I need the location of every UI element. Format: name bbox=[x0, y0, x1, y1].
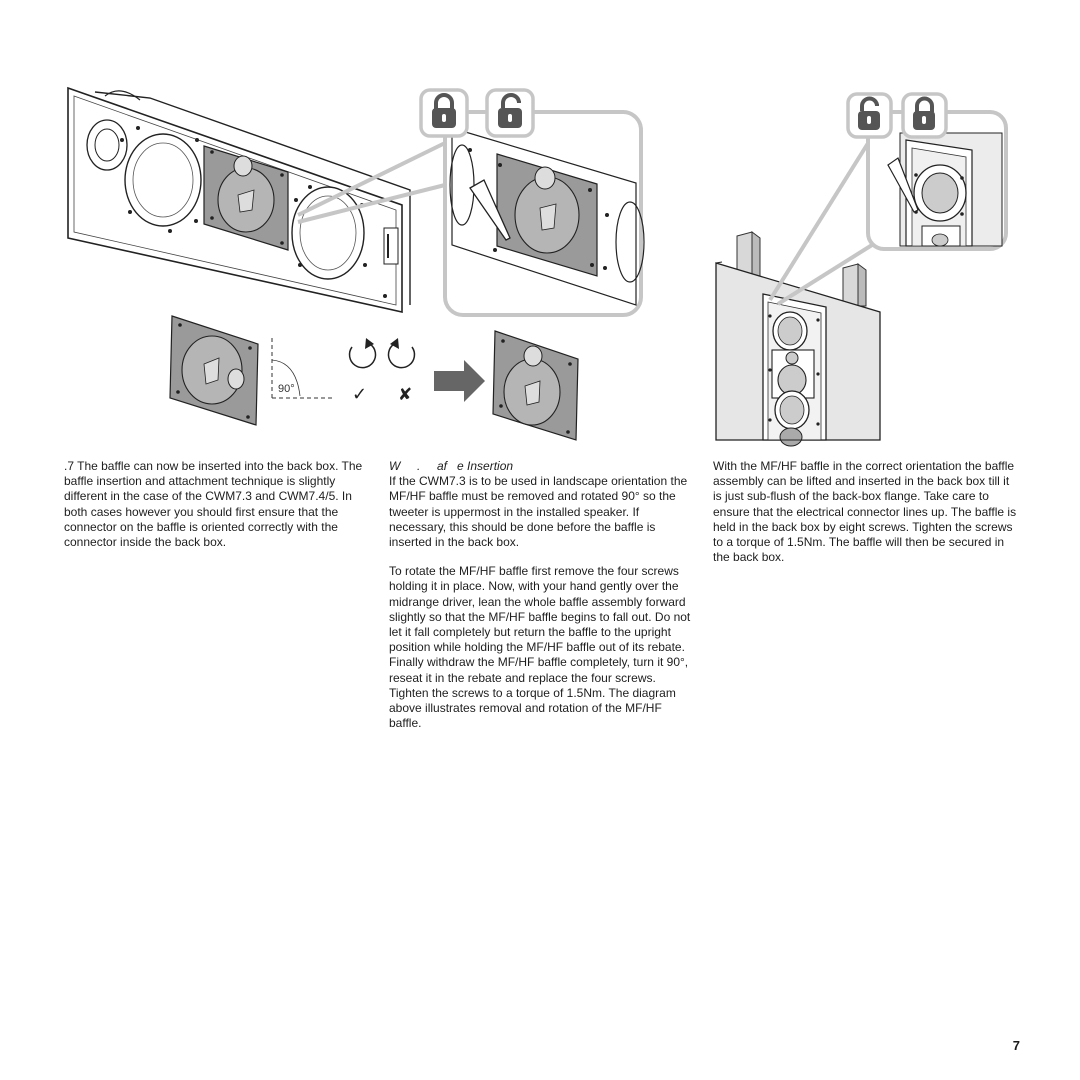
mf-hf-baffle-after bbox=[492, 330, 579, 441]
cross-mark-icon: ✘ bbox=[398, 385, 412, 405]
rotate-ccw-icon bbox=[348, 338, 377, 369]
body-paragraph: .7 The baffle can now be inserted into t… bbox=[64, 459, 363, 550]
allen-key-icon bbox=[469, 179, 511, 241]
column-landscape-insertion: W . af e Insertion If the CWM7.3 is to b… bbox=[389, 459, 695, 731]
portrait-speaker-drawing bbox=[715, 231, 881, 447]
page-number: 7 bbox=[1012, 1038, 1020, 1053]
unlocked-padlock-icon bbox=[485, 88, 535, 138]
mf-hf-baffle-before bbox=[169, 315, 259, 426]
zoom-detail-right bbox=[866, 110, 1008, 251]
locked-padlock-icon bbox=[901, 92, 948, 139]
body-paragraph: If the CWM7.3 is to be used in landscape… bbox=[389, 474, 688, 550]
locked-padlock-icon bbox=[419, 88, 469, 138]
column-baffle-insertion: .7 The baffle can now be inserted into t… bbox=[64, 459, 370, 550]
check-mark-icon: ✓ bbox=[352, 384, 367, 405]
right-arrow-icon bbox=[434, 360, 485, 402]
column-securing-baffle: With the MF/HF baffle in the correct ori… bbox=[713, 459, 1019, 565]
ninety-degree-angle: 90° bbox=[271, 338, 332, 399]
unlocked-padlock-icon bbox=[846, 92, 893, 139]
body-paragraph: To rotate the MF/HF baffle first remove … bbox=[389, 564, 691, 731]
zoom-detail-middle bbox=[443, 110, 645, 317]
body-paragraph: With the MF/HF baffle in the correct ori… bbox=[713, 459, 1017, 565]
landscape-speaker-drawing bbox=[67, 86, 411, 313]
installation-illustration: 90° ✓ ✘ bbox=[67, 86, 1008, 447]
rotate-cw-icon bbox=[387, 338, 416, 369]
angle-label: 90° bbox=[278, 383, 295, 395]
section-heading: W . af e Insertion bbox=[389, 459, 514, 473]
